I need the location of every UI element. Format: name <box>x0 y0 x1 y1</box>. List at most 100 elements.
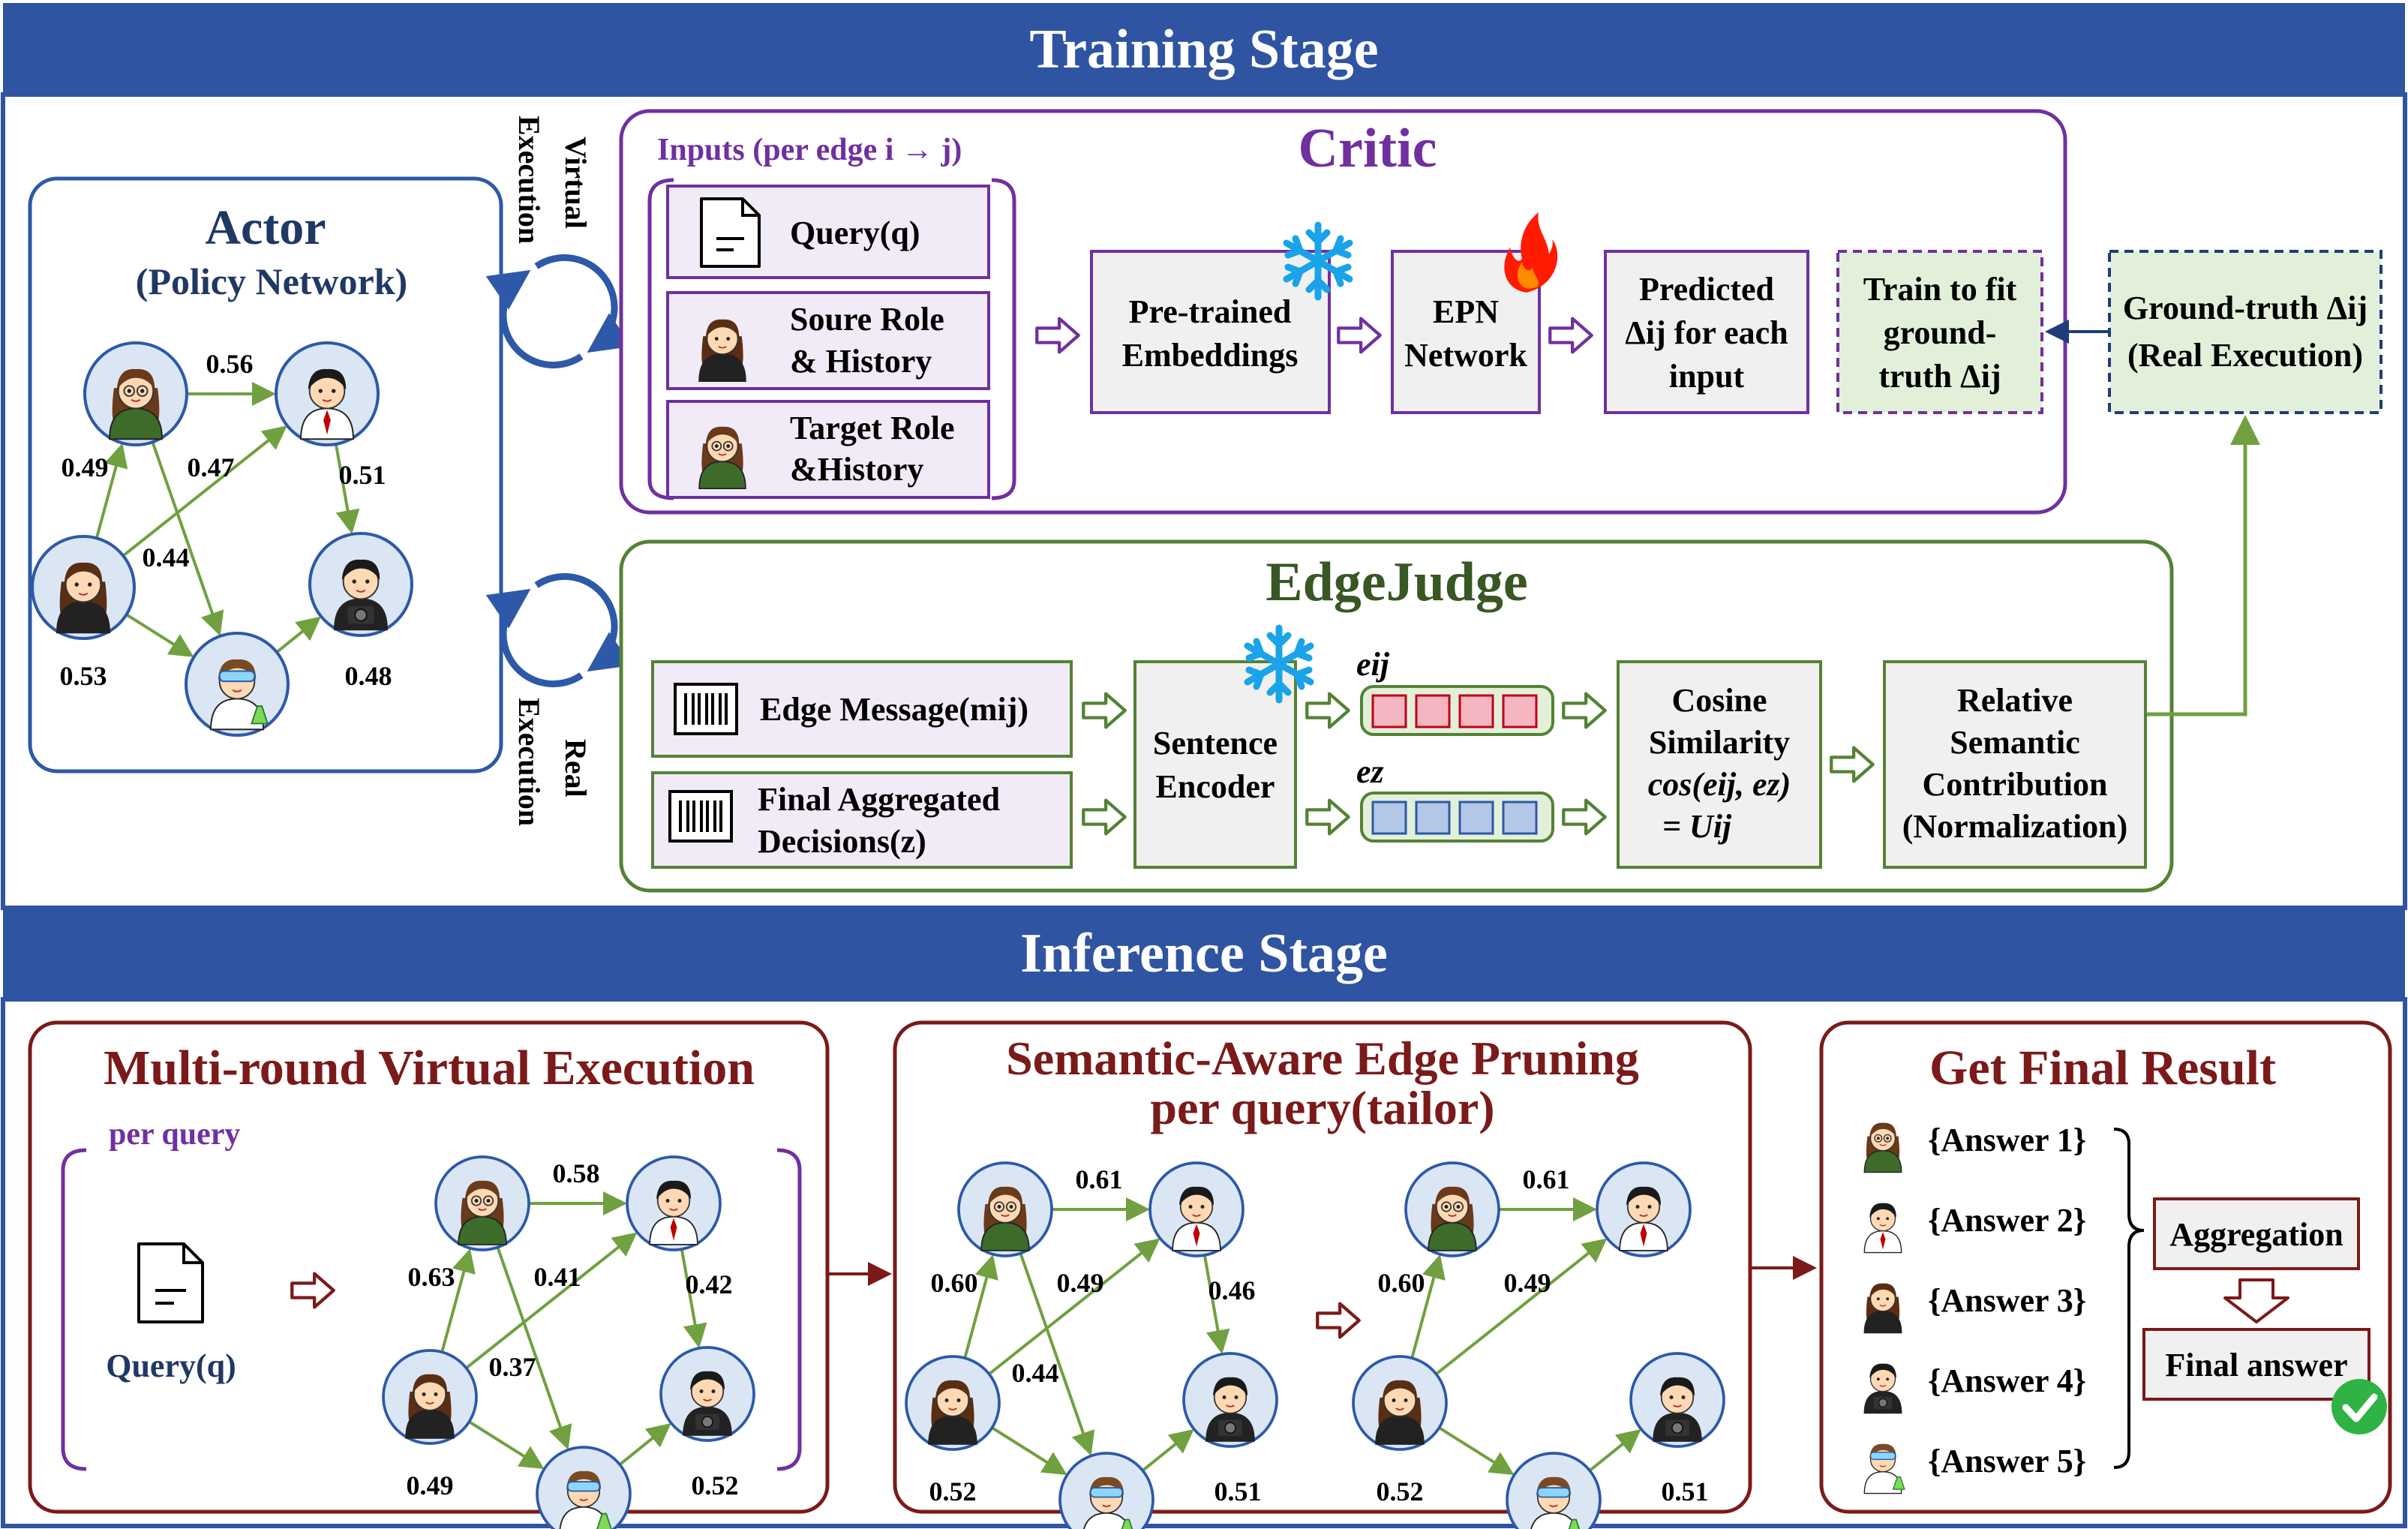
answer-label: {Answer 3} <box>1928 1282 2086 1319</box>
final-answer-box <box>2142 1328 2370 1401</box>
arrow-aggregation-to-final <box>2223 1278 2289 1323</box>
e-z-label: ez <box>1356 753 1384 790</box>
train-to-fit-line2: ground- <box>1884 314 1997 351</box>
graph-edge <box>496 1246 572 1450</box>
real-execution-label-line2: Execution <box>512 698 546 826</box>
agent-avatar <box>905 1355 1001 1451</box>
document-icon <box>700 197 761 268</box>
graph-edge <box>151 441 224 636</box>
multi-bracket-left <box>61 1148 87 1471</box>
relative-line4: (Normalization) <box>1902 808 2128 845</box>
checkmark-icon <box>2331 1379 2387 1434</box>
pruning-title-line2: per query(tailor) <box>1150 1081 1494 1134</box>
input-source-role-line1: Soure Role <box>790 301 944 338</box>
graph-edge <box>988 1238 1160 1376</box>
edge-weight-label: 0.61 <box>1076 1164 1123 1194</box>
multi-round-panel <box>28 1020 830 1514</box>
aggregation-box <box>2153 1197 2360 1270</box>
edge-weight-label: 0.53 <box>60 661 107 691</box>
graph-edge <box>334 443 360 535</box>
actor-subtitle: (Policy Network) <box>136 260 407 302</box>
predicted-delta-line2: Δij for each <box>1625 314 1788 351</box>
real-execution-cycle-icon <box>485 572 632 688</box>
cosine-line4: = Uij <box>1662 808 1732 845</box>
edge-weight-label: 0.49 <box>62 452 109 482</box>
edge-weight-label: 0.44 <box>1012 1358 1059 1388</box>
pruning-panel <box>893 1020 1752 1514</box>
answer-list: {Answer 1}{Answer 2}{Answer 3}{Answer 4}… <box>1863 1122 2086 1494</box>
edge-weight-label: 0.60 <box>931 1268 978 1298</box>
edge-message-label: Edge Message(mij) <box>760 691 1028 728</box>
snowflake-icon <box>1283 221 1353 301</box>
cosine-line2: Similarity <box>1649 724 1790 761</box>
ground-truth-line2: (Real Execution) <box>2127 337 2363 374</box>
answer-agent-avatar <box>1863 1363 1902 1414</box>
virtual-execution-label-line1: Virtual <box>559 137 593 229</box>
cosine-line1: Cosine <box>1671 682 1767 719</box>
train-to-fit-line3: truth Δij <box>1878 358 2001 395</box>
snowflake-icon <box>1244 624 1314 704</box>
final-result-title: Get Final Result <box>1929 1041 2276 1095</box>
graph-edge <box>122 425 287 557</box>
document-icon <box>137 1242 204 1323</box>
agent-avatar <box>83 341 189 447</box>
agent-avatar <box>659 1346 755 1442</box>
graph-edge <box>1142 1428 1194 1472</box>
pruning-title-line1: Semantic-Aware Edge Pruning <box>1006 1032 1639 1085</box>
graph-edge <box>465 1232 638 1370</box>
graph-edge <box>680 1248 707 1348</box>
virtual-execution-label-line2: Execution <box>512 116 546 244</box>
aggregation-label: Aggregation <box>2169 1216 2343 1253</box>
barcode-icon <box>674 683 738 735</box>
agent-avatar <box>1148 1161 1245 1257</box>
graph-edge <box>1410 1254 1446 1359</box>
relative-line3: Contribution <box>1923 766 2108 803</box>
answer-agent-avatar <box>1863 1122 1902 1173</box>
predicted-delta-line1: Predicted <box>1639 271 1774 308</box>
answer-label: {Answer 1} <box>1928 1122 2086 1158</box>
relative-line1: Relative <box>1957 682 2073 719</box>
input-target-role-line1: Target Role <box>790 410 955 446</box>
edge-weight-label: 0.61 <box>1523 1164 1570 1194</box>
answer-agent-avatar <box>1863 1203 1902 1254</box>
sentence-encoder-line2: Encoder <box>1156 768 1275 805</box>
agent-avatar <box>382 1349 478 1445</box>
virtual-execution-cycle-icon <box>485 254 632 369</box>
edge-weight-label: 0.44 <box>143 542 190 572</box>
predicted-delta-box <box>1604 250 1809 414</box>
inference-query-label: Query(q) <box>106 1347 236 1384</box>
training-stage-title: Training Stage <box>1029 19 1378 80</box>
graph-edge <box>1435 1238 1608 1376</box>
answer-agent-avatar <box>1863 1283 1902 1334</box>
input-source-role-line2: & History <box>790 343 932 380</box>
edge-weight-label: 0.51 <box>339 460 386 490</box>
edge-weight-label: 0.47 <box>188 452 235 482</box>
edge-weight-label: 0.56 <box>206 349 254 379</box>
edge-weight-label: 0.37 <box>489 1352 536 1382</box>
critic-inputs-label: Inputs (per edge i → j) <box>657 133 962 167</box>
final-answer-label: Final answer <box>2165 1347 2347 1383</box>
agent-avatar <box>1058 1452 1154 1529</box>
edge-weight-label: 0.52 <box>929 1476 977 1506</box>
agent-avatar <box>1182 1352 1278 1448</box>
e-z-vector <box>1360 792 1554 843</box>
agent-avatar <box>308 531 414 638</box>
agent-avatar <box>184 631 290 737</box>
graph-edge <box>1202 1254 1230 1354</box>
edgejudge-title: EdgeJudge <box>1266 551 1528 613</box>
agent-avatar <box>957 1161 1053 1257</box>
agent-avatar <box>1506 1452 1602 1529</box>
graph-edge <box>468 1420 545 1469</box>
inference-stage-title: Inference Stage <box>1020 923 1388 984</box>
real-execution-label-line1: Real <box>559 739 593 798</box>
epn-network-line1: EPN <box>1433 293 1499 330</box>
edge-weight-label: 0.51 <box>1662 1476 1709 1506</box>
answer-label: {Answer 2} <box>1928 1202 2086 1239</box>
graph-edge <box>991 1426 1067 1475</box>
agent-avatar <box>274 341 380 447</box>
answers-brace <box>2113 1128 2145 1469</box>
edge-weight-label: 0.51 <box>1215 1476 1262 1506</box>
